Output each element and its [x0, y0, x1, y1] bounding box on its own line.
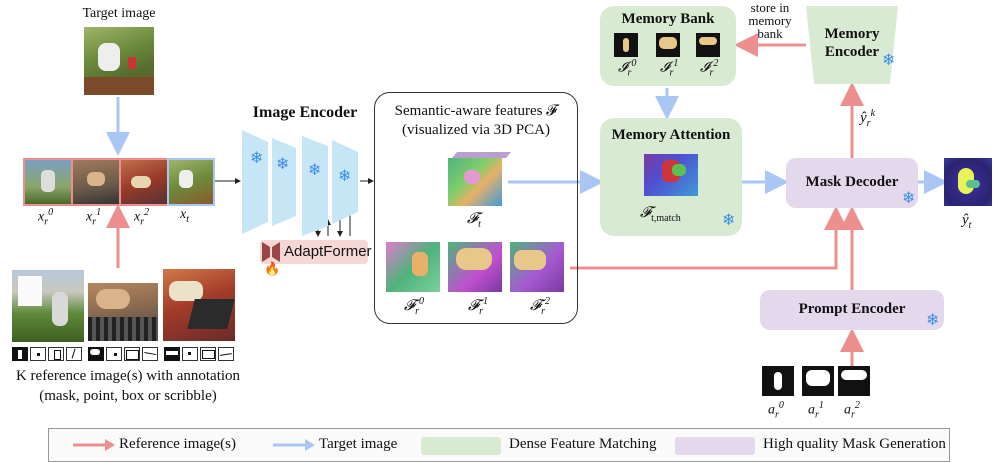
feature-cube-ref-0: [386, 238, 444, 294]
legend-hq-swatch: [675, 437, 755, 455]
label-f-t: 𝓕t: [467, 211, 481, 230]
snowflake-icon: ❄: [308, 160, 322, 179]
legend-target-arrow: [273, 439, 315, 451]
mask-decoder-title: Mask Decoder: [805, 174, 899, 190]
label-y-t: ŷt: [962, 212, 972, 231]
label-a-r1: ar1: [808, 400, 824, 421]
mask-annotation-icon: [12, 347, 28, 361]
snowflake-icon: ❄: [926, 310, 940, 329]
arrow-ref-features-to-decoder: [570, 206, 848, 270]
scribble-annotation-icon: [66, 347, 82, 361]
store-label-3: bank: [757, 26, 783, 41]
store-label-2: memory: [748, 13, 792, 28]
reference-caption-line1: K reference image(s) with annotation: [15, 368, 241, 384]
label-x-r2: xr2: [134, 207, 150, 228]
feature-cube-ref-1: [448, 238, 506, 294]
label-i-r0: 𝓘r0: [618, 58, 637, 79]
legend-dense-swatch: [421, 437, 501, 455]
memory-mask-0: [614, 33, 638, 57]
ref-thumb-1: [71, 158, 121, 206]
legend-ref-label: Reference image(s): [119, 436, 237, 452]
label-y-rk: ŷrk: [860, 108, 876, 129]
memory-encoder-shape: [806, 6, 898, 84]
box-annotation-icon: [124, 347, 140, 361]
snowflake-icon: ❄: [902, 188, 916, 207]
label-x-r1: xr1: [86, 207, 102, 228]
memory-mask-2: [696, 33, 720, 57]
semantic-features-panel: [374, 92, 578, 324]
semantic-features-subtitle: (visualized via 3D PCA): [402, 122, 550, 138]
snowflake-icon: ❄: [276, 154, 290, 173]
memory-mask-1: [656, 33, 680, 57]
feature-cube-ref-2: [510, 238, 568, 294]
mask-annotation-icon: [88, 347, 104, 361]
image-encoder-title: Image Encoder: [252, 104, 358, 121]
image-encoder-stack: [242, 130, 358, 236]
snowflake-icon: ❄: [722, 210, 736, 229]
label-a-r2: ar2: [844, 400, 860, 421]
legend-dense-label: Dense Feature Matching: [509, 436, 657, 452]
input-strip: [23, 158, 215, 206]
label-f-r2: 𝓕r2: [530, 296, 550, 317]
reference-image-1: [88, 283, 158, 341]
semantic-features-title: Semantic-aware features 𝓕: [394, 103, 558, 119]
box-annotation-icon: [200, 347, 216, 361]
label-x-t: xt: [180, 207, 189, 225]
adapter-icon: [262, 242, 280, 262]
matched-feature-cube: [644, 150, 702, 196]
scribble-annotation-icon: [142, 347, 158, 361]
label-x-r0: xr0: [38, 207, 54, 228]
snowflake-icon: ❄: [250, 148, 264, 167]
feature-cube-target: [448, 152, 512, 206]
label-f-r0: 𝓕r0: [404, 296, 424, 317]
reference-image-2: [163, 269, 235, 341]
prompt-encoder-title: Prompt Encoder: [798, 301, 906, 317]
target-image-label: Target image: [82, 6, 156, 21]
legend-ref-arrow: [73, 439, 115, 451]
point-annotation-icon: [182, 347, 198, 361]
store-label-1: store in: [750, 0, 790, 15]
label-f-tmatch: 𝓕t,match: [640, 205, 681, 224]
legend-hq-label: High quality Mask Generation: [763, 436, 946, 452]
snowflake-icon: ❄: [338, 166, 352, 185]
annotation-mask-2: [838, 366, 870, 396]
point-annotation-icon: [30, 347, 46, 361]
memory-encoder-title-2: Encoder: [824, 44, 880, 60]
ref-thumb-0: [23, 158, 73, 206]
memory-encoder-title-1: Memory: [824, 26, 880, 42]
point-annotation-icon: [106, 347, 122, 361]
reference-image-0: [12, 270, 84, 342]
label-i-r1: 𝓘r1: [660, 58, 679, 79]
label-f-r1: 𝓕r1: [468, 296, 488, 317]
box-annotation-icon: [48, 347, 64, 361]
memory-bank-title: Memory Bank: [621, 11, 715, 27]
reference-caption-line2: (mask, point, box or scribble): [39, 388, 217, 404]
snowflake-icon: ❄: [882, 50, 896, 69]
label-i-r2: 𝓘r2: [700, 58, 719, 79]
annotation-mask-1: [802, 366, 834, 396]
output-mask: [944, 158, 992, 206]
memory-attention-title: Memory Attention: [611, 127, 731, 143]
mask-decoder-box: [786, 158, 918, 208]
annotation-mask-0: [762, 366, 794, 396]
legend-target-label: Target image: [319, 436, 398, 452]
mask-annotation-icon: [164, 347, 180, 361]
legend: Reference image(s) Target image Dense Fe…: [48, 428, 950, 462]
target-image: [84, 27, 154, 95]
scribble-annotation-icon: [218, 347, 234, 361]
fire-icon: 🔥: [264, 262, 281, 277]
annotation-row: [12, 347, 242, 363]
ref-thumb-2: [119, 158, 169, 206]
adaptformer-label: AdaptFormer: [284, 243, 372, 260]
label-a-r0: ar0: [768, 400, 784, 421]
target-thumb: [167, 158, 215, 206]
prompt-encoder-box: [760, 290, 944, 330]
